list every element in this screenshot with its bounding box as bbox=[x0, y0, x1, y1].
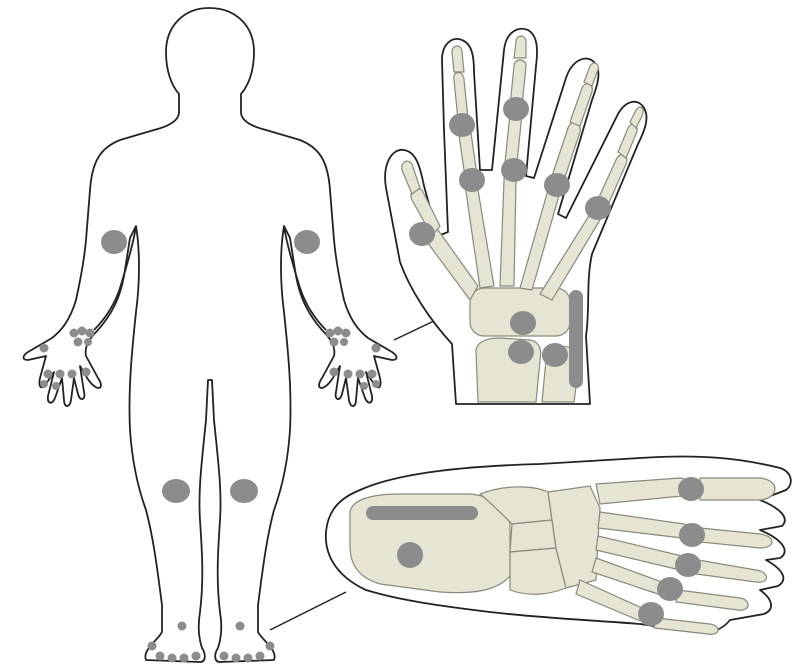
marker-mcp-thumb bbox=[409, 222, 435, 246]
marker-left-elbow bbox=[101, 230, 127, 254]
marker-mtp-5 bbox=[638, 602, 664, 626]
foot-callout-line bbox=[270, 592, 346, 630]
marker-calcaneus bbox=[397, 542, 423, 568]
marker-mcp-middle bbox=[501, 158, 527, 182]
marker-mtp-3 bbox=[675, 553, 701, 577]
marker-pip-middle bbox=[503, 97, 529, 121]
toe-1-phalanges bbox=[700, 478, 775, 500]
navicular-bone bbox=[510, 520, 556, 552]
index-distal bbox=[452, 46, 464, 72]
marker-radiocarpal bbox=[508, 340, 534, 364]
hand-skeleton-inset bbox=[385, 29, 646, 404]
hand-callout-line bbox=[394, 320, 436, 340]
marker-left-knee bbox=[162, 479, 190, 503]
marker-ulnocarpal bbox=[542, 343, 568, 367]
marker-mcp-index bbox=[459, 168, 485, 192]
marker-mcp-ring bbox=[544, 173, 570, 197]
marker-mtp-1 bbox=[678, 477, 704, 501]
marker-mtp-2 bbox=[679, 523, 705, 547]
marker-achilles-insertion bbox=[366, 506, 478, 520]
marker-carpal bbox=[510, 311, 536, 335]
marker-ulnar-styloid bbox=[569, 290, 583, 388]
marker-mtp-4 bbox=[657, 577, 683, 601]
marker-pip-index bbox=[449, 113, 475, 137]
marker-right-elbow bbox=[294, 230, 320, 254]
marker-right-knee bbox=[230, 479, 258, 503]
foot-skeleton-inset bbox=[326, 456, 791, 634]
marker-pip-little bbox=[585, 196, 611, 220]
